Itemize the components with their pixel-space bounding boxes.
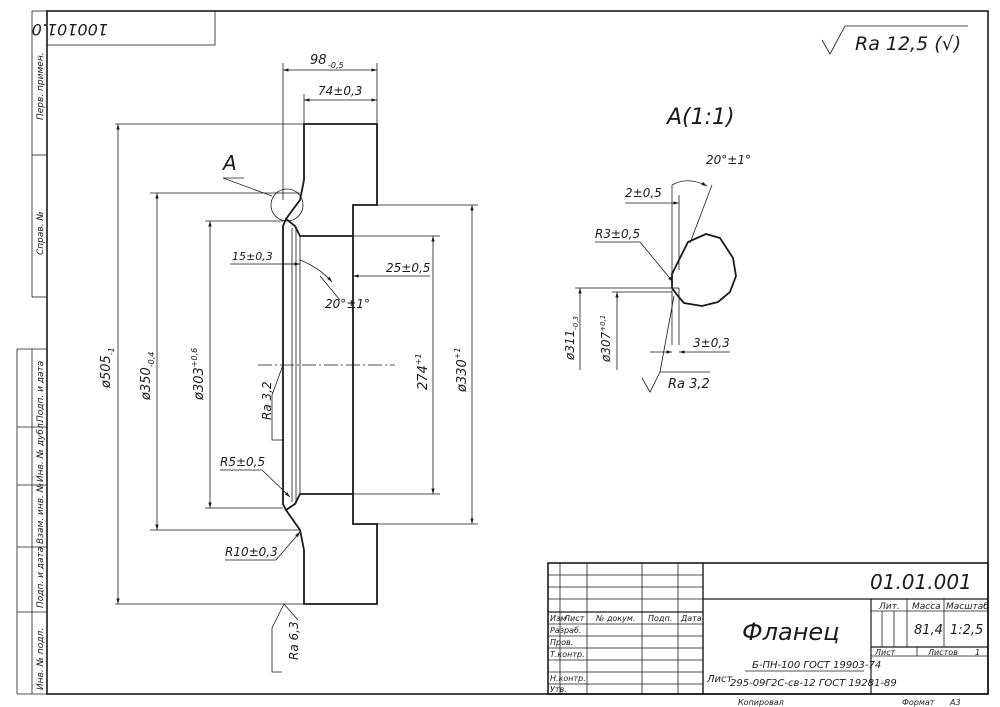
title-block: Изм Лист № докум. Подп. Дата Разраб. Про…: [547, 562, 989, 695]
side-label-podl: Инв. № подл.: [36, 628, 46, 690]
tb-part-name: Фланец: [742, 618, 840, 646]
detail-view-a: A(1:1) 20°±1° 2±0,5 R3±0,5 ø311-0,3 ø307…: [563, 105, 751, 393]
tb-sheet-label: Лист: [874, 648, 896, 657]
tb-head-podp: Подп.: [648, 614, 672, 623]
dim-330: ø330+1: [453, 347, 470, 393]
drawing-frame: 100101.0 Перв. примен. Справ. № Подп. и …: [16, 10, 989, 695]
tb-material-1: Б-ПН-100 ГОСТ 19903-74: [752, 660, 881, 671]
copied-label: Копировал: [738, 698, 784, 707]
tb-material-prefix: Лист: [706, 674, 734, 685]
dim-angle-20: 20°±1°: [325, 297, 370, 311]
dim-505: ø505-1: [99, 347, 116, 389]
dim-98: 98: [310, 53, 327, 68]
roughness-bore: Ra 3,2: [260, 381, 274, 420]
detail-section: [671, 233, 737, 307]
main-section-view: A 98 -0,5 74±0,3 15±0,3 20°±1° 25±0,5 ø5…: [99, 53, 478, 673]
tb-mass: 81,4: [914, 623, 943, 638]
dim-74: 74±0,3: [318, 84, 362, 98]
detail-dim-2: 2±0,5: [625, 186, 662, 200]
side-label-dubl: Инв. № дубл.: [36, 420, 46, 482]
tb-designation: 01.01.001: [870, 570, 972, 594]
detail-d311: ø311-0,3: [563, 316, 580, 361]
side-label-podp2: Подп. и дата: [36, 547, 46, 608]
tb-razrab: Разраб.: [550, 626, 581, 635]
flange-section-bottom: [284, 493, 378, 605]
tb-scale-head: Масштаб: [946, 602, 989, 612]
dim-r10: R10±0,3: [225, 545, 278, 559]
dim-25: 25±0,5: [386, 261, 430, 275]
tb-prov: Пров.: [550, 638, 573, 647]
dim-303: ø303+0,6: [190, 348, 207, 401]
format-label: Формат: [902, 698, 935, 707]
detail-title: A(1:1): [665, 105, 735, 130]
tb-nkontr: Н.контр.: [550, 674, 586, 683]
roughness-bottom: Ra 6,3: [287, 621, 301, 660]
side-label-sprav: Справ. №: [36, 211, 46, 255]
view-label-a: A: [221, 151, 237, 175]
tb-head-data: Дата: [680, 614, 702, 623]
detail-d307: ø307+0,1: [599, 315, 613, 363]
tb-head-list: Лист: [563, 614, 585, 623]
side-label-vzam: Взам. инв. №: [36, 483, 46, 544]
tb-mass-head: Масса: [912, 602, 941, 612]
tb-sheets-count: 1: [975, 648, 980, 657]
detail-dim-3: 3±0,3: [693, 336, 730, 350]
dim-350: ø350-0,4: [139, 352, 156, 401]
detail-r3: R3±0,5: [595, 227, 640, 241]
roughness-general-text: Ra 12,5 (√): [855, 33, 961, 55]
tb-head-doc: № докум.: [595, 614, 635, 623]
detail-roughness: Ra 3,2: [668, 377, 710, 392]
flange-section-top: [284, 123, 378, 237]
dim-r5: R5±0,5: [220, 455, 265, 469]
tb-material-2: 295-09Г2С-св-12 ГОСТ 19281-89: [730, 678, 897, 689]
tb-lit-head: Лит.: [878, 602, 900, 612]
general-roughness: Ra 12,5 (√): [821, 25, 968, 55]
detail-angle: 20°±1°: [706, 153, 751, 167]
tb-utv: Утв.: [550, 685, 567, 694]
side-label-podp1: Подп. и дата: [36, 361, 46, 422]
top-code-text: 100101.0: [32, 20, 108, 39]
dim-15: 15±0,3: [232, 250, 273, 263]
side-label-perv: Перв. примен.: [36, 52, 46, 120]
tb-scale: 1:2,5: [950, 623, 983, 638]
tb-sheets-label: Листов: [927, 648, 958, 657]
tb-tkontr: Т.контр.: [550, 650, 585, 659]
dim-98-tol: -0,5: [328, 61, 344, 70]
tb-head-izm: Изм: [550, 614, 566, 623]
format-value: А3: [949, 698, 961, 707]
dim-274: 274+1: [414, 353, 431, 390]
